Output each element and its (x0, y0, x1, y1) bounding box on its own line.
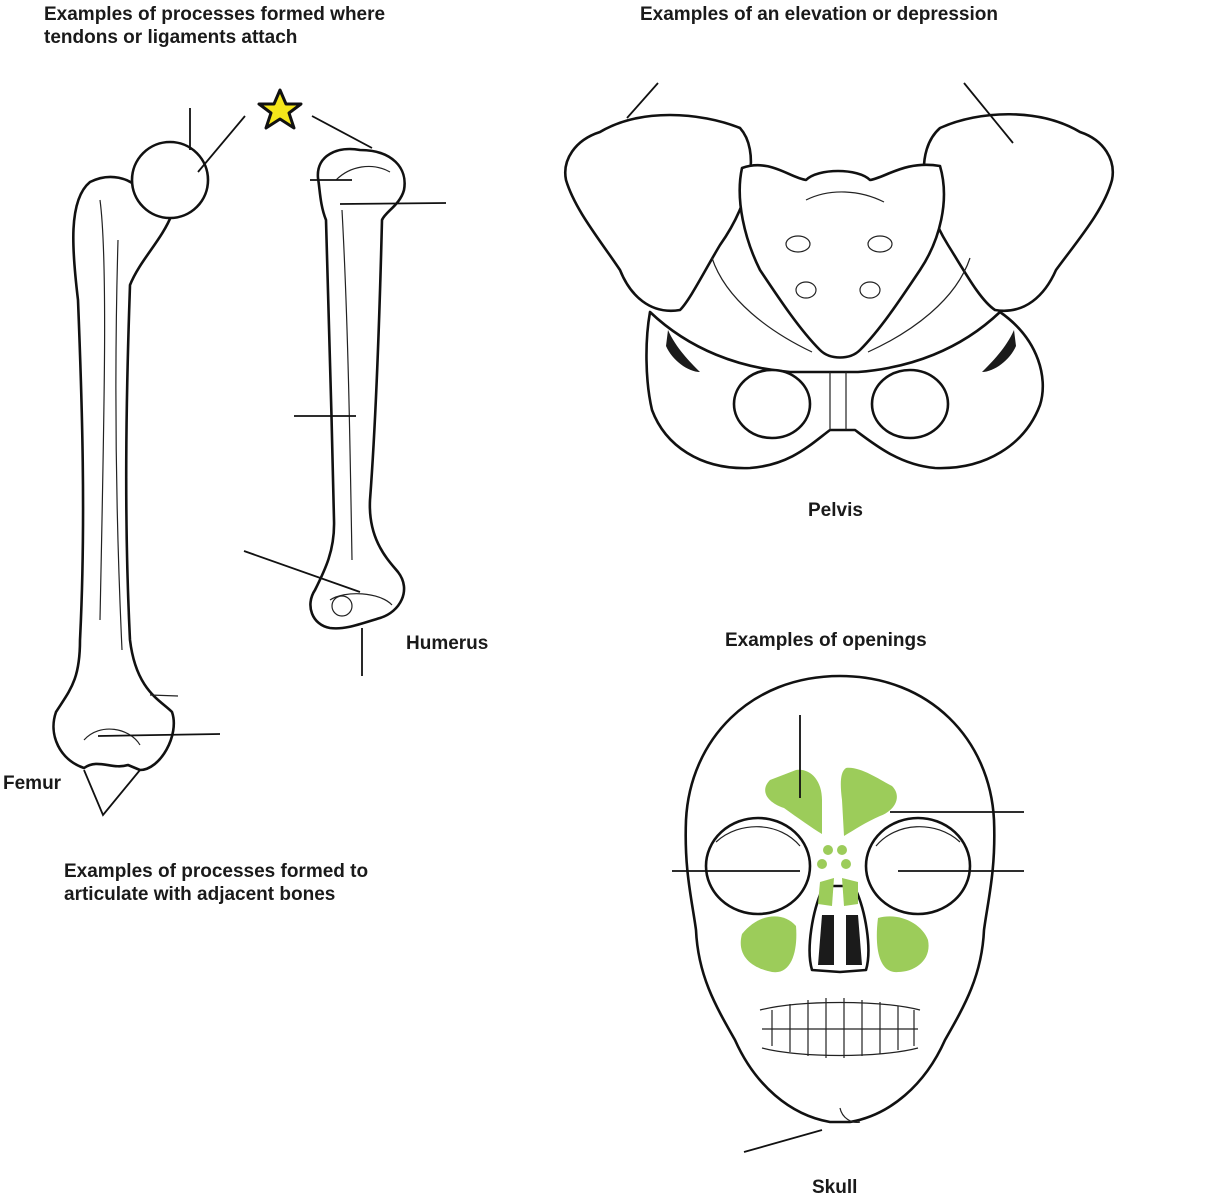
humerus-caption: Humerus (406, 633, 489, 654)
skull-illustration (672, 674, 1024, 1153)
heading-articulate: Examples of processes formed to articula… (64, 861, 369, 905)
heading-openings: Examples of openings (725, 630, 927, 651)
femur-illustration (52, 108, 246, 817)
star-icon (257, 88, 303, 130)
humerus-illustration (243, 115, 447, 676)
pelvis-illustration (563, 82, 1115, 470)
pelvis-caption: Pelvis (808, 500, 863, 521)
skull-caption: Skull (812, 1177, 858, 1198)
heading-elevation-depression: Examples of an elevation or depression (640, 4, 998, 25)
heading-tendons-ligaments: Examples of processes formed where tendo… (44, 4, 386, 48)
femur-caption: Femur (3, 773, 62, 794)
